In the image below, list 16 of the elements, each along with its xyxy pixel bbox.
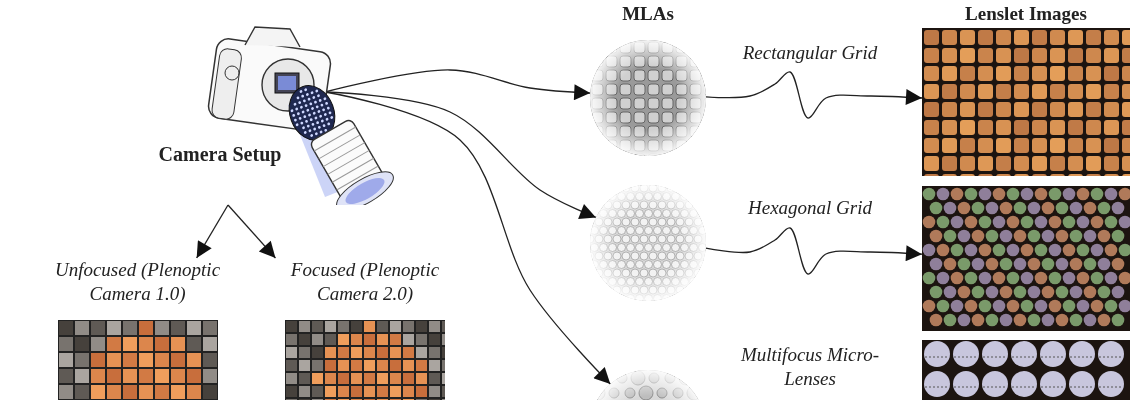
camera-type-label: Unfocused (Plenoptic Camera 1.0): [53, 258, 222, 306]
column-heading: Lenslet Images: [964, 2, 1088, 26]
microlens-array-picture: [590, 185, 706, 301]
camera-type-label: Focused (Plenoptic Camera 2.0): [289, 258, 441, 306]
lenslet-image: [922, 186, 1130, 331]
edge-label: Rectangular Grid: [741, 42, 879, 64]
arrow: [705, 71, 923, 119]
arrow: [227, 204, 277, 259]
microlens-array-picture: [590, 40, 706, 156]
arrow: [196, 204, 229, 259]
lenslet-image: [922, 28, 1130, 176]
edge-label: Hexagonal Grid: [747, 197, 873, 219]
column-heading: MLAs: [621, 2, 675, 26]
setup-label: Camera Setup: [157, 143, 283, 166]
arrow: [705, 227, 923, 275]
grid-label: Multifocus Micro-Lenses: [740, 343, 880, 391]
